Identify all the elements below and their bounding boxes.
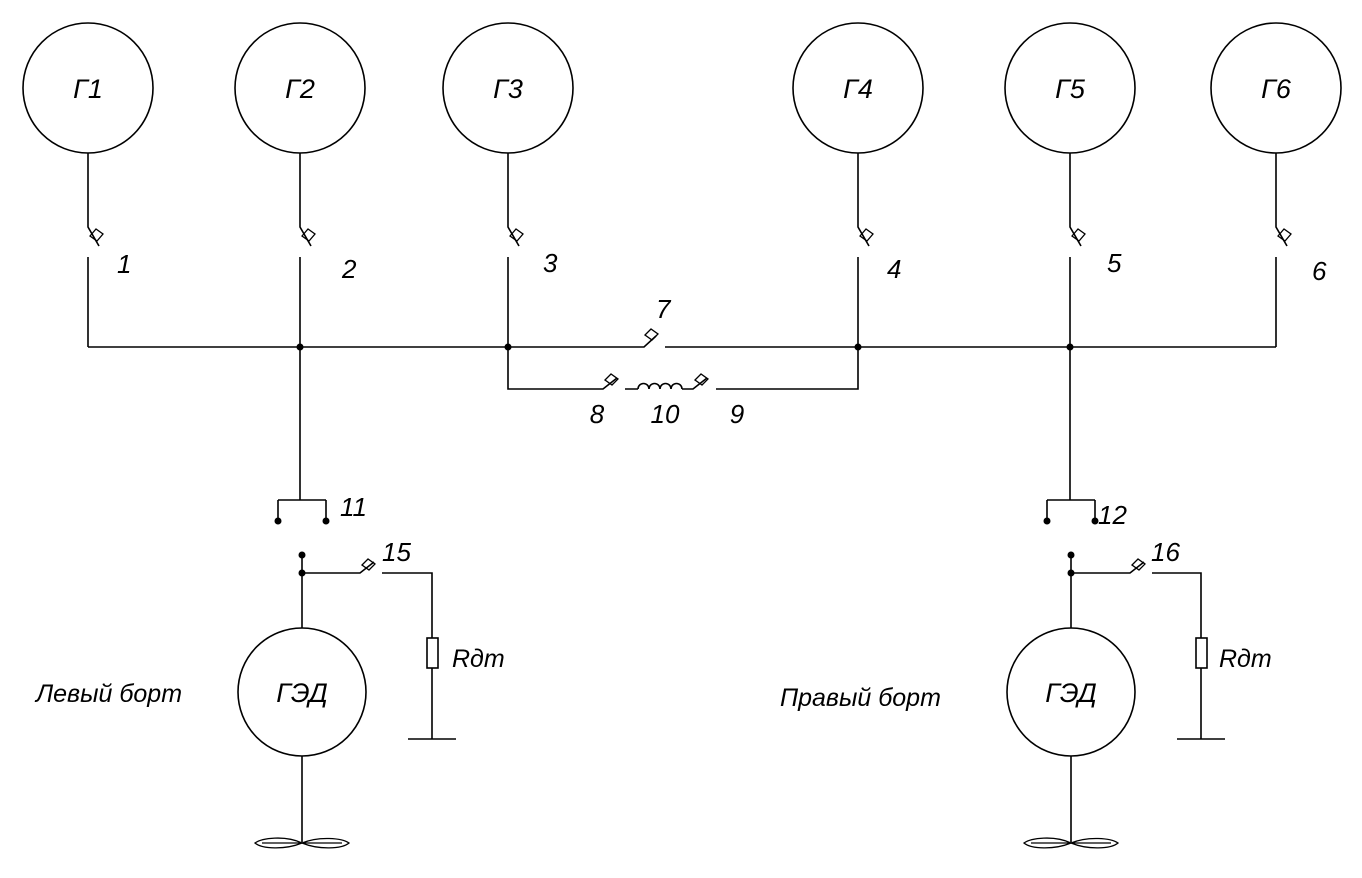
breaker-1 bbox=[87, 153, 104, 347]
generator-g2-label: Г2 bbox=[285, 74, 315, 104]
breaker-7-label: 7 bbox=[656, 294, 672, 324]
generator-g3-label: Г3 bbox=[493, 74, 523, 104]
breaker-6-label: 6 bbox=[1312, 256, 1327, 286]
breaker-8-label: 8 bbox=[590, 399, 605, 429]
breaker-12-label: 12 bbox=[1098, 500, 1127, 530]
breaker-6 bbox=[1275, 153, 1292, 347]
right-motor-label: ГЭД bbox=[1045, 678, 1097, 708]
breaker-4 bbox=[857, 153, 874, 347]
left-side-label: Левый борт bbox=[34, 680, 182, 708]
generator-g6: Г6 bbox=[1210, 22, 1342, 154]
generator-g2: Г2 bbox=[234, 22, 366, 154]
bypass-line bbox=[507, 347, 859, 390]
breaker-9-label: 9 bbox=[730, 399, 744, 429]
right-resistor-label: Rдт bbox=[1219, 645, 1272, 673]
left-disconnector-11 bbox=[274, 347, 330, 525]
breaker-4-label: 4 bbox=[887, 254, 901, 284]
breaker-2 bbox=[299, 153, 316, 347]
reactor-10-label: 10 bbox=[651, 399, 680, 429]
breaker-5-label: 5 bbox=[1107, 248, 1122, 278]
generator-g6-label: Г6 bbox=[1261, 74, 1292, 104]
generator-g1-label: Г1 bbox=[73, 74, 103, 104]
breaker-5 bbox=[1069, 153, 1086, 347]
left-resistor bbox=[408, 637, 456, 740]
generator-g5: Г5 bbox=[1004, 22, 1136, 154]
left-resistor-label: Rдт bbox=[452, 645, 505, 673]
right-feeder bbox=[1067, 551, 1202, 638]
breaker-15-label: 15 bbox=[382, 537, 411, 567]
breaker-2-label: 2 bbox=[341, 254, 357, 284]
right-motor: ГЭД bbox=[1006, 627, 1136, 757]
bus-junction-3 bbox=[504, 343, 512, 351]
left-feeder bbox=[298, 551, 433, 638]
left-motor-label: ГЭД bbox=[276, 678, 328, 708]
breaker-16-label: 16 bbox=[1151, 537, 1180, 567]
generator-g4-label: Г4 bbox=[843, 74, 873, 104]
breaker-3-label: 3 bbox=[543, 248, 558, 278]
left-motor: ГЭД bbox=[237, 627, 367, 757]
generator-g5-label: Г5 bbox=[1055, 74, 1086, 104]
right-resistor bbox=[1177, 637, 1225, 740]
main-bus bbox=[88, 328, 1276, 348]
generator-g4: Г4 bbox=[792, 22, 924, 154]
right-propeller-icon bbox=[1022, 756, 1120, 849]
generator-g1: Г1 bbox=[22, 22, 154, 154]
right-disconnector-12 bbox=[1043, 347, 1099, 525]
left-propeller-icon bbox=[253, 756, 351, 849]
breaker-11-label: 11 bbox=[340, 492, 367, 522]
breaker-1-label: 1 bbox=[117, 249, 131, 279]
breaker-3 bbox=[507, 153, 524, 347]
bus-junction-4 bbox=[854, 343, 862, 351]
right-side-label: Правый борт bbox=[780, 684, 941, 712]
generator-g3: Г3 bbox=[442, 22, 574, 154]
